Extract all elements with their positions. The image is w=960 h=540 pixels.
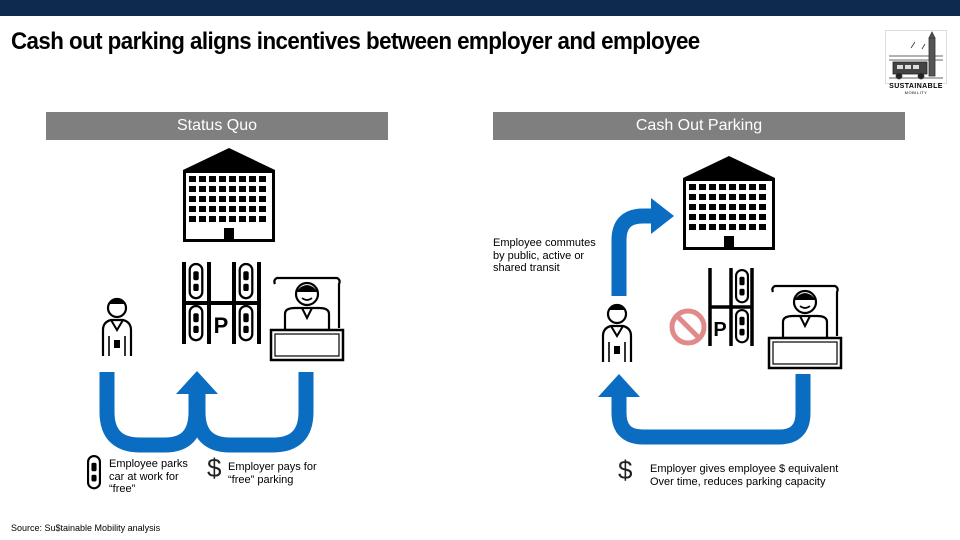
employer-gives-label: Employer gives employee $ equivalent Ove… xyxy=(650,463,839,488)
left-building-icon xyxy=(183,148,275,242)
logo-graphic-icon xyxy=(885,30,947,84)
right-commute-arrow xyxy=(611,198,674,296)
employee-parks-label: Employee parks car at work for “free” xyxy=(109,458,188,495)
right-parking-sign-text: P xyxy=(713,319,726,341)
car-icon xyxy=(86,454,102,490)
top-bar xyxy=(0,0,960,16)
employer-pays-label: Employer pays for “free” parking xyxy=(228,461,317,486)
sustainable-mobility-logo: SUSTAINABLE MOBILITY xyxy=(885,30,947,96)
left-arrow-head xyxy=(176,371,218,394)
cash-out-parking-header: Cash Out Parking xyxy=(493,112,905,140)
no-sign-icon xyxy=(669,308,707,346)
right-payment-arrow xyxy=(598,374,811,445)
right-employee-icon xyxy=(601,303,633,364)
status-quo-header: Status Quo xyxy=(46,112,388,140)
right-employer-desk-icon xyxy=(767,284,843,370)
logo-subtext: MOBILITY xyxy=(904,90,928,95)
left-employer-desk-icon xyxy=(269,276,345,362)
employee-commutes-label: Employee commutes by public, active or s… xyxy=(493,237,596,274)
left-parking-sign-text: P xyxy=(214,313,229,338)
page-title: Cash out parking aligns incentives betwe… xyxy=(11,28,700,55)
left-dollar-icon: $ xyxy=(207,453,222,483)
left-flow-arrow xyxy=(99,372,314,453)
source-note: Source: Su$tainable Mobility analysis xyxy=(11,523,161,533)
right-dollar-icon: $ xyxy=(618,455,633,485)
left-parking-lot-icon: P xyxy=(182,262,261,344)
left-employee-icon xyxy=(101,297,133,358)
logo-text: SUSTAINABLE xyxy=(889,83,943,90)
right-building-icon xyxy=(683,156,775,250)
right-parking-lot-icon: P xyxy=(708,268,754,346)
